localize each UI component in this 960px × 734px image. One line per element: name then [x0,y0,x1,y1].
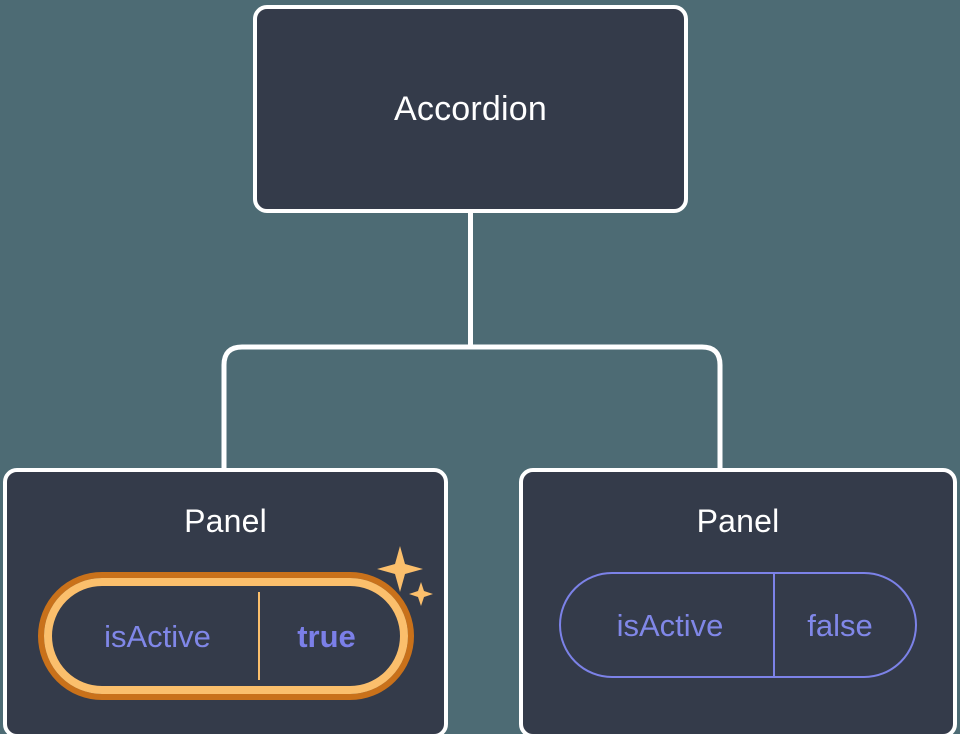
tree-node-panel-active[interactable]: Panel isActive true [3,468,448,734]
prop-value-active: true [297,618,356,654]
prop-key-active: isActive [104,618,211,654]
prop-key-inactive: isActive [616,607,724,643]
connector-branch-bus [221,344,723,468]
node-label-panel-active: Panel [184,503,267,539]
tree-node-panel-inactive[interactable]: Panel isActive false [519,468,957,734]
node-label-panel-inactive: Panel [696,503,780,539]
tree-node-accordion[interactable]: Accordion [253,5,688,213]
prop-pill-wrapper-inactive: isActive false [559,572,917,678]
pill-divider-active [257,592,260,680]
prop-pill-wrapper-active: isActive true [37,572,414,700]
prop-pill-inactive[interactable]: isActive false [559,572,917,678]
pill-divider-inactive [773,574,775,676]
prop-value-inactive: false [807,607,873,643]
node-label-accordion: Accordion [394,90,547,128]
prop-pill-active[interactable]: isActive true [37,572,414,700]
